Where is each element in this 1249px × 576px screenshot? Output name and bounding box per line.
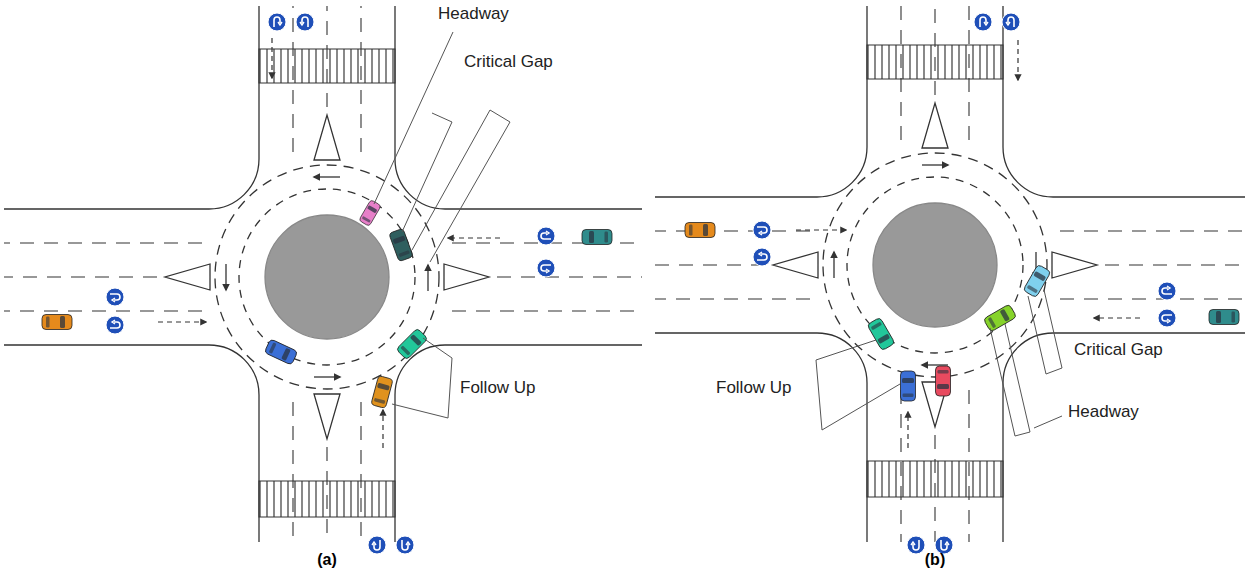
panel-label: (b) [925, 550, 945, 570]
headway-label: Headway [438, 4, 509, 24]
follow-up-label: Follow Up [460, 378, 536, 398]
headway-label: Headway [1068, 402, 1139, 422]
panel-label: (a) [317, 550, 337, 570]
follow-up-label: Follow Up [716, 378, 792, 398]
critical-gap-label: Critical Gap [464, 52, 553, 72]
critical-gap-label: Critical Gap [1074, 340, 1163, 360]
